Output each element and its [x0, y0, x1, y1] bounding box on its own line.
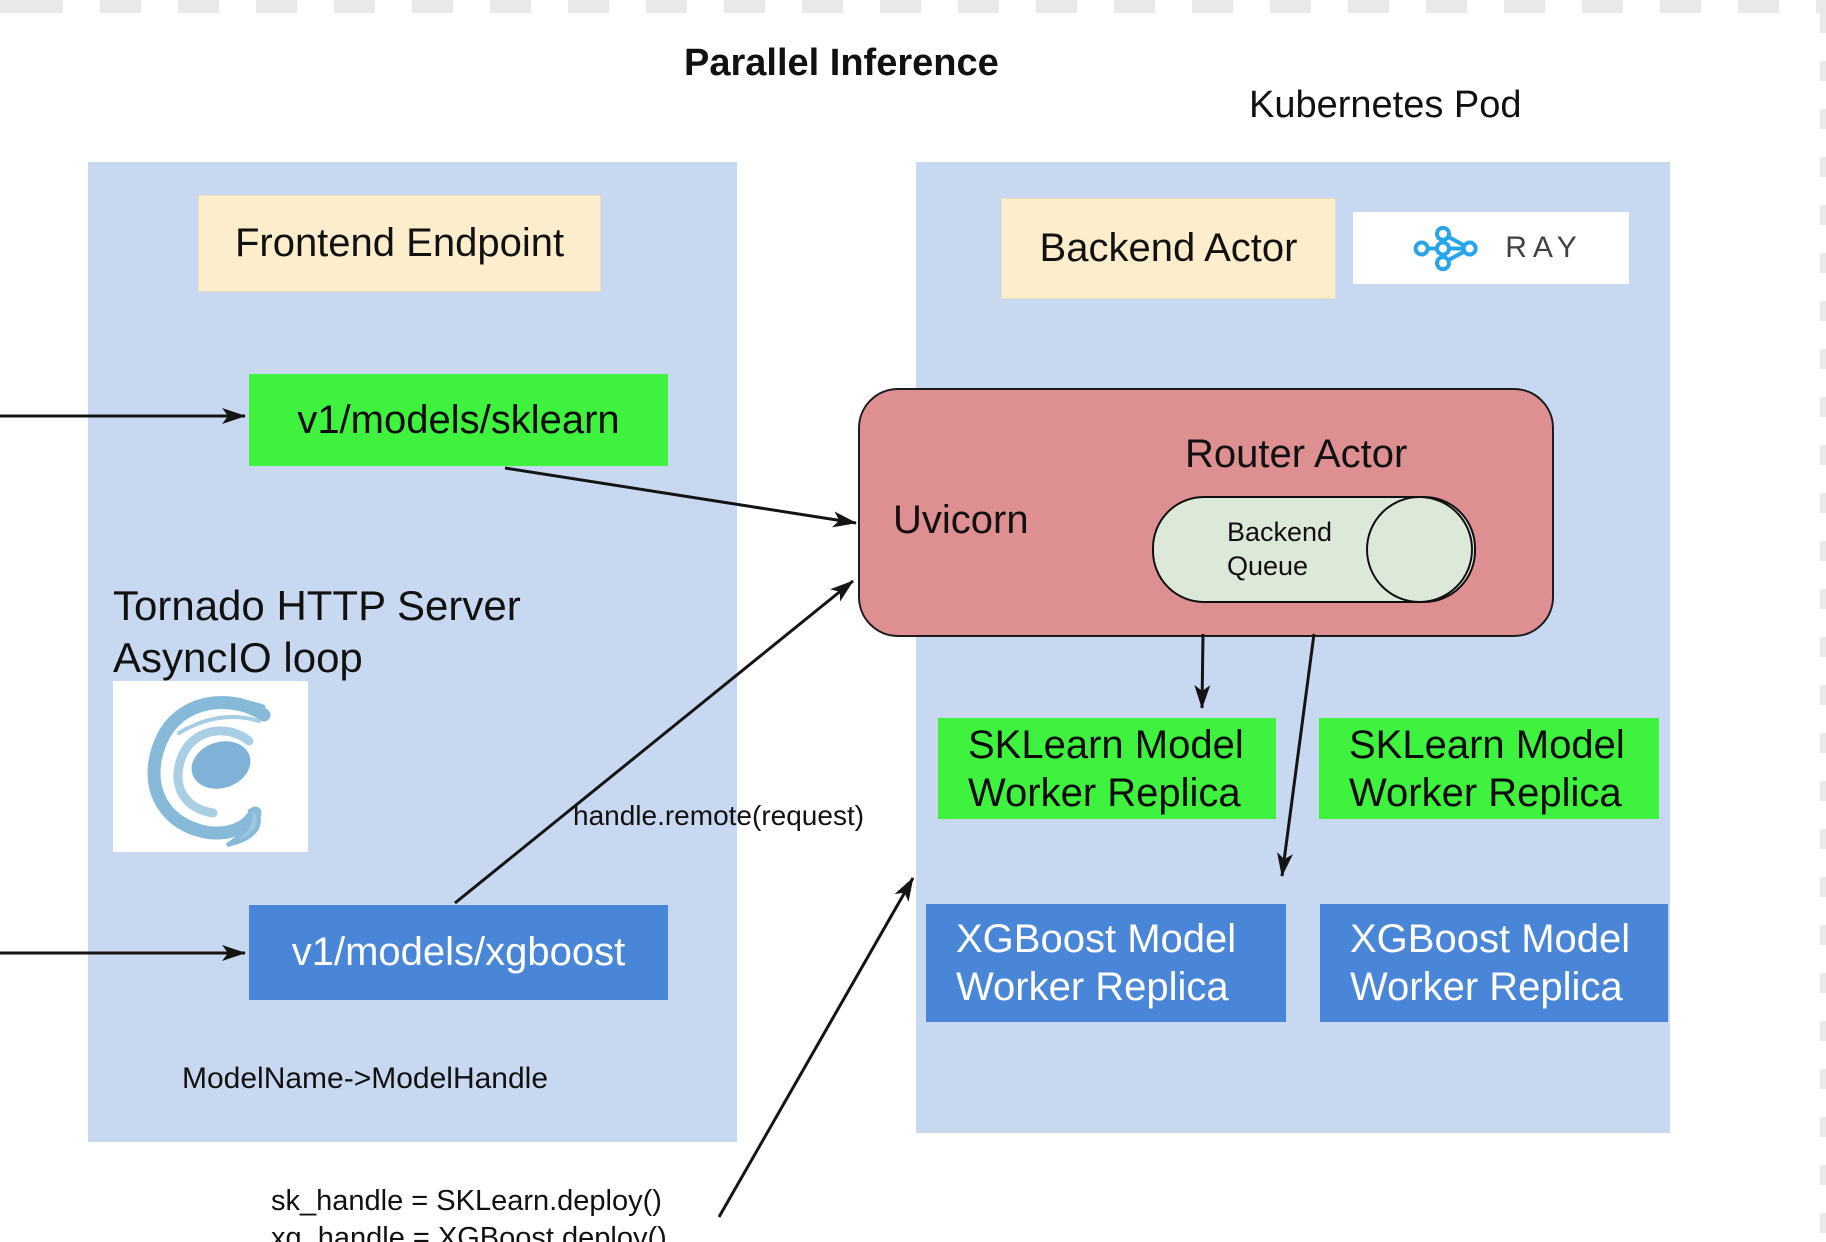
- uvicorn-label: Uvicorn: [893, 498, 1029, 542]
- worker-label-line: SKLearn Model: [968, 722, 1244, 767]
- backend-actor-label: Backend Actor: [1039, 226, 1298, 270]
- worker-label-line: Worker Replica: [956, 965, 1229, 1009]
- tornado-logo-icon: [113, 681, 308, 852]
- tornado-caption-line2: AsyncIO loop: [113, 634, 363, 681]
- backend-queue-label-line2: Queue: [1227, 551, 1309, 581]
- sklearn-worker-replica-1: SKLearn Model Worker Replica: [938, 718, 1276, 819]
- ray-logo-text: RAY: [1505, 231, 1583, 264]
- sklearn-endpoint-label: v1/models/sklearn: [297, 397, 620, 442]
- frontend-endpoint-label-box: Frontend Endpoint: [198, 195, 601, 292]
- ray-logo-box: RAY: [1353, 212, 1629, 284]
- transparency-checker-right: [1820, 13, 1826, 1242]
- backend-queue-label: Backend Queue: [1227, 515, 1332, 583]
- xgboost-endpoint-label: v1/models/xgboost: [291, 930, 626, 974]
- backend-actor-label-box: Backend Actor: [1001, 198, 1336, 299]
- deploy-code-annotation: sk_handle = SKLearn.deploy() xg_handle =…: [271, 1183, 667, 1242]
- worker-label-line: Worker Replica: [1349, 770, 1622, 815]
- worker-label-line: XGBoost Model: [956, 917, 1237, 961]
- arrow-deploy-to-backend: [717, 877, 915, 1218]
- deploy-code-line2: xg_handle = XGBoost.deploy(): [271, 1222, 667, 1242]
- transparency-checker-top: [0, 0, 1826, 13]
- page-title: Parallel Inference: [684, 42, 999, 84]
- worker-label-line: Worker Replica: [1350, 965, 1623, 1009]
- worker-label-line: XGBoost Model: [1350, 917, 1631, 961]
- ray-network-nodes-icon: [1399, 223, 1499, 274]
- xgboost-endpoint-box: v1/models/xgboost: [249, 905, 668, 1000]
- backend-queue-head-circle: [1366, 496, 1473, 603]
- tornado-caption-line1: Tornado HTTP Server: [113, 582, 521, 629]
- router-actor-title: Router Actor: [1185, 432, 1408, 476]
- frontend-endpoint-label: Frontend Endpoint: [234, 221, 565, 265]
- modelname-modelhandle-annotation: ModelName->ModelHandle: [182, 1062, 549, 1095]
- xgboost-worker-replica-2: XGBoost Model Worker Replica: [1320, 904, 1668, 1022]
- worker-label-line: Worker Replica: [968, 770, 1241, 815]
- handle-remote-annotation: handle.remote(request): [573, 800, 865, 831]
- kubernetes-pod-label: Kubernetes Pod: [1249, 84, 1522, 126]
- sklearn-endpoint-box: v1/models/sklearn: [249, 374, 668, 466]
- backend-queue-label-line1: Backend: [1227, 517, 1333, 547]
- worker-label-line: SKLearn Model: [1349, 722, 1625, 767]
- tornado-caption: Tornado HTTP Server AsyncIO loop: [113, 580, 521, 684]
- sklearn-worker-replica-2: SKLearn Model Worker Replica: [1319, 718, 1659, 819]
- deploy-code-line1: sk_handle = SKLearn.deploy(): [271, 1185, 662, 1217]
- xgboost-worker-replica-1: XGBoost Model Worker Replica: [926, 904, 1286, 1022]
